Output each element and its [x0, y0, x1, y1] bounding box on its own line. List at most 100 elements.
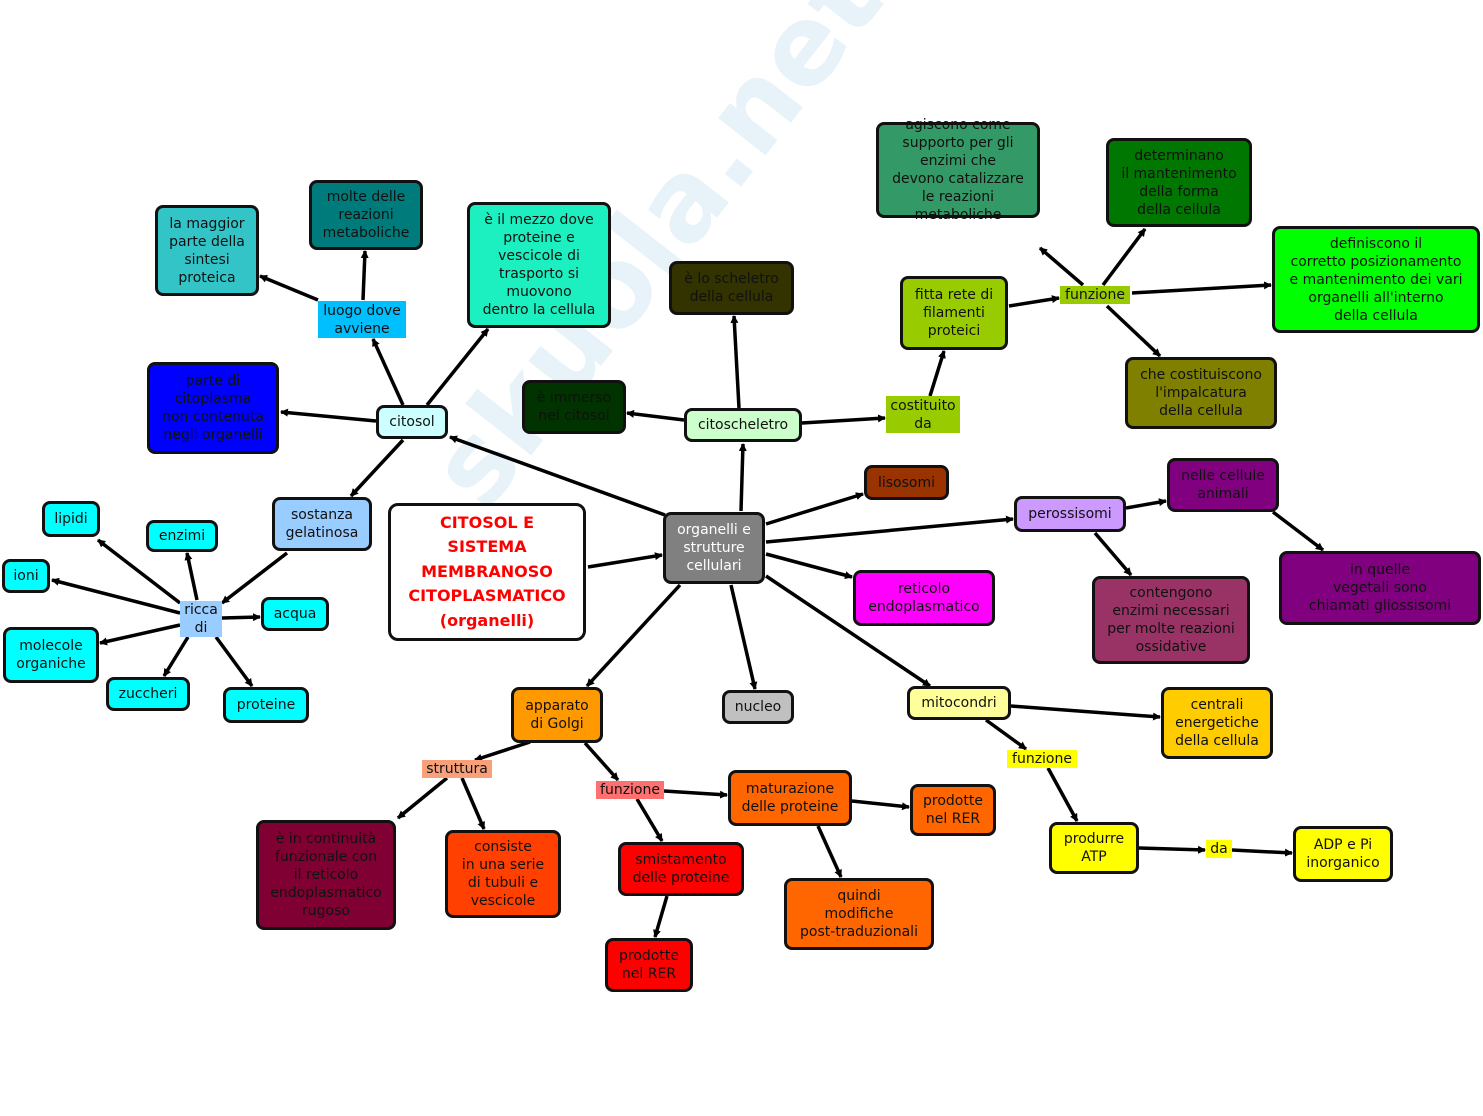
concept-node-continuita: è in continuità funzionale con il retico… [256, 820, 396, 930]
concept-node-perossisomi: perossisomi [1014, 496, 1126, 532]
connector-arrow [653, 895, 669, 938]
concept-node-citosol: citosol [376, 405, 448, 439]
concept-node-sostanza: sostanza gelatinosa [272, 497, 372, 551]
connector-arrow [349, 438, 405, 498]
connector-arrow [729, 584, 758, 690]
concept-node-scheletro: è lo scheletro della cellula [669, 261, 794, 315]
connector-arrow [663, 789, 728, 799]
concept-node-quindi: quindi modifiche post-traduzionali [784, 878, 934, 950]
connector-arrow [765, 515, 1014, 544]
concept-node-determinano: determinano il mantenimento della forma … [1106, 138, 1252, 227]
connector-arrow [585, 583, 682, 688]
connector-arrow [765, 552, 853, 580]
connector-arrow [626, 409, 685, 422]
concept-node-mitocondri: mitocondri [907, 686, 1011, 720]
concept-node-produrre: produrre ATP [1049, 822, 1139, 874]
concept-node-enzimi: enzimi [146, 520, 218, 552]
connector-arrow [220, 551, 289, 605]
connector-arrow [360, 250, 369, 301]
connector-arrow [801, 414, 886, 425]
concept-node-smistamento: smistamento delle proteine [618, 842, 744, 896]
concept-node-costituiscono: che costituiscono l'impalcatura della ce… [1125, 357, 1277, 429]
connector-arrow [162, 636, 190, 677]
connector-arrow [730, 315, 741, 409]
concept-node-zuccheri: zuccheri [106, 677, 190, 711]
concept-node-animali: nelle cellule animali [1167, 458, 1279, 512]
concept-node-consiste: consiste in una serie di tubuli e vescic… [445, 830, 561, 918]
connector-arrow [449, 435, 666, 517]
link-label-funzione1: funzione [1060, 286, 1130, 304]
concept-node-prodotte2: prodotte nel RER [910, 784, 996, 836]
concept-node-molecole: molecole organiche [3, 627, 99, 683]
connector-arrow [1101, 227, 1147, 287]
concept-node-lisosomi: lisosomi [864, 465, 949, 500]
connector-arrow [1131, 281, 1272, 295]
concept-node-metaboliche: molte delle reazioni metaboliche [309, 180, 423, 250]
connector-arrow [587, 552, 663, 569]
concept-node-nucleo: nucleo [722, 690, 794, 724]
concept-node-ioni: ioni [2, 559, 50, 593]
connector-arrow [583, 741, 620, 782]
connector-arrow [184, 552, 199, 601]
concept-node-definiscono: definiscono il corretto posizionamento e… [1272, 226, 1480, 333]
concept-node-reticolo: reticolo endoplasmatico [853, 570, 995, 626]
connector-arrow [51, 577, 181, 615]
connector-arrow [396, 776, 449, 820]
concept-node-fitta: fitta rete di filamenti proteici [900, 276, 1008, 350]
connector-arrow [1231, 848, 1293, 857]
concept-node-sintesi: la maggior parte della sintesi proteica [155, 205, 259, 296]
concept-node-proteine: proteine [223, 687, 309, 723]
concept-node-immerso: è immerso nel citosol [522, 380, 626, 434]
connector-arrow [1271, 510, 1325, 552]
connector-arrow [765, 574, 931, 688]
connector-arrow [765, 492, 864, 526]
link-label-struttura: struttura [422, 760, 492, 778]
connector-arrow [425, 327, 490, 407]
concept-node-agiscono: agiscono come supporto per gli enzimi ch… [876, 117, 1040, 223]
connector-arrow [259, 274, 319, 302]
connector-arrow [1008, 295, 1060, 308]
connector-arrow [99, 623, 181, 646]
connector-arrow [851, 799, 910, 811]
connector-arrow [96, 538, 182, 605]
connector-arrow [214, 635, 254, 688]
connector-arrow [280, 408, 377, 423]
connector-arrow [221, 613, 261, 622]
connector-arrow [474, 740, 531, 762]
concept-node-vegetali: in quelle vegetali sono chiamati gliossi… [1279, 551, 1481, 625]
connector-arrow [371, 338, 405, 406]
connector-arrow [984, 718, 1028, 751]
link-label-luogo: luogo dove avviene [318, 301, 406, 338]
connector-arrow [635, 798, 664, 842]
concept-node-title: CITOSOL E SISTEMA MEMBRANOSO CITOPLASMAT… [388, 503, 586, 641]
link-label-funzione3: funzione [596, 781, 664, 799]
concept-node-citoscheletro: citoscheletro [684, 408, 802, 442]
concept-node-prodotte1: prodotte nel RER [605, 938, 693, 992]
connector-arrow [460, 777, 486, 830]
connector-arrow [928, 350, 946, 397]
link-label-funzione2: funzione [1007, 750, 1077, 768]
concept-node-adp: ADP e Pi inorganico [1293, 826, 1393, 882]
connector-arrow [738, 443, 747, 512]
concept-node-golgi: apparato di Golgi [511, 687, 603, 743]
connector-arrow [1010, 704, 1161, 721]
concept-node-centrali: centrali energetiche della cellula [1161, 687, 1273, 759]
link-label-costituito: costituito da [886, 396, 960, 433]
connector-arrow [1038, 246, 1085, 287]
connector-arrow [1138, 845, 1206, 854]
concept-node-parte: parte di citoplasma non contenuta negli … [147, 362, 279, 454]
connector-arrow [816, 825, 843, 878]
concept-node-lipidi: lipidi [42, 501, 100, 537]
connector-arrow [1105, 304, 1162, 358]
connector-arrow [1046, 767, 1079, 822]
connector-arrow [1093, 531, 1133, 577]
link-label-ricca: ricca di [180, 601, 222, 637]
link-label-da: da [1206, 840, 1232, 858]
concept-node-contengono: contengono enzimi necessari per molte re… [1092, 576, 1250, 664]
connector-arrow [1125, 498, 1167, 510]
concept-node-mezzo: è il mezzo dove proteine e vescicole di … [467, 202, 611, 328]
concept-node-maturazione: maturazione delle proteine [728, 770, 852, 826]
concept-node-organelli: organelli e strutture cellulari [663, 512, 765, 584]
